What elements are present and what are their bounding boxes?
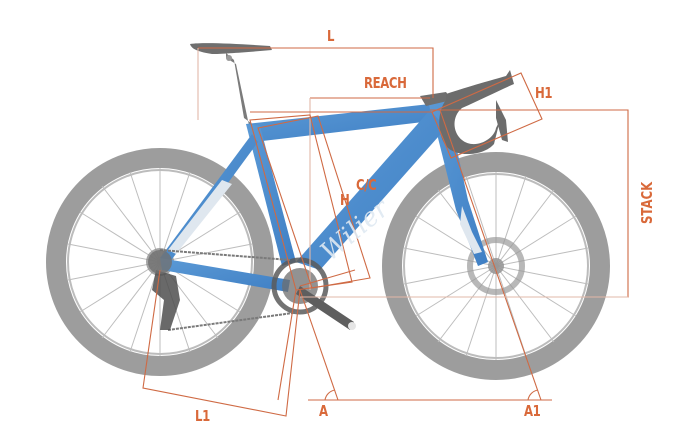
label-l1: L1 bbox=[195, 407, 210, 425]
label-a1: A1 bbox=[524, 402, 541, 420]
label-h: H bbox=[340, 191, 350, 209]
saddle-seatpost bbox=[190, 43, 272, 130]
label-a: A bbox=[319, 402, 328, 420]
angle-a1-arc bbox=[527, 389, 539, 401]
label-l: L bbox=[327, 27, 335, 45]
h-box bbox=[249, 114, 353, 291]
front-wheel bbox=[382, 152, 610, 380]
label-reach: REACH bbox=[364, 74, 407, 92]
cc-box bbox=[257, 115, 371, 289]
h1-box bbox=[431, 72, 543, 159]
angle-a-arc bbox=[324, 389, 336, 401]
l-measure bbox=[198, 47, 434, 98]
l1-measure bbox=[142, 269, 301, 417]
label-stack: STACK bbox=[638, 181, 656, 224]
frame bbox=[160, 100, 488, 292]
label-h1: H1 bbox=[535, 84, 553, 102]
measurement-lines bbox=[142, 47, 629, 417]
label-cc: C/C bbox=[356, 176, 377, 194]
